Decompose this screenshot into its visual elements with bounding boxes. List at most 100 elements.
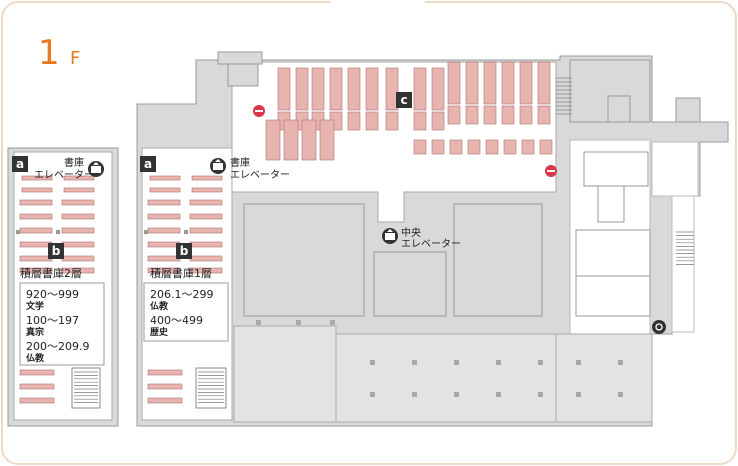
shelf xyxy=(385,111,399,131)
shelf xyxy=(485,139,499,155)
stack2-range-2: 200～209.9 xyxy=(26,340,90,353)
stack2-range-box xyxy=(19,282,105,366)
shelf xyxy=(449,139,463,155)
shelf xyxy=(347,111,361,131)
stack1-title: 積層書庫1層 xyxy=(150,266,212,280)
pillar xyxy=(184,230,188,234)
pillar xyxy=(618,392,623,397)
shelf xyxy=(465,105,479,125)
shelf xyxy=(63,175,95,181)
pillar xyxy=(454,360,459,365)
shelf xyxy=(21,175,53,181)
shelf xyxy=(413,67,427,111)
pillar xyxy=(56,230,60,234)
svg-text:a: a xyxy=(144,157,152,171)
shelf xyxy=(61,227,95,234)
elevator-icon xyxy=(88,161,104,177)
shelf xyxy=(431,67,445,111)
pillar xyxy=(576,392,581,397)
shelf xyxy=(365,111,379,131)
stack1-subject-0: 仏教 xyxy=(149,300,169,312)
shelf xyxy=(147,241,181,248)
pillar xyxy=(144,230,148,234)
shelf xyxy=(19,267,53,274)
shelf xyxy=(447,61,461,105)
shelf xyxy=(61,255,95,262)
shelf xyxy=(539,139,553,155)
pillar xyxy=(412,360,417,365)
shelf xyxy=(329,67,343,111)
book-elevator-label-2-line2: エレベーター xyxy=(34,169,94,181)
marker-c[interactable]: c xyxy=(396,92,412,108)
pillar xyxy=(576,360,581,365)
shelf xyxy=(519,105,533,125)
stack1-subject-1: 歴史 xyxy=(150,326,169,338)
shelf xyxy=(147,369,183,376)
shelf xyxy=(319,119,335,161)
marker-a-stack1[interactable]: a xyxy=(140,156,156,172)
shelf xyxy=(501,61,515,105)
shelf xyxy=(277,67,291,111)
elevator-icon xyxy=(382,228,398,244)
shelf xyxy=(147,227,181,234)
no-entry-icon xyxy=(253,105,265,117)
shelf xyxy=(295,67,309,111)
reading-room-shelves xyxy=(265,61,553,161)
shelf xyxy=(483,105,497,125)
book-elevator-label-1-line2: エレベーター xyxy=(230,169,290,181)
no-entry-icon xyxy=(545,165,557,177)
stack2-shelves xyxy=(16,175,95,404)
main-building xyxy=(136,51,729,427)
shelf xyxy=(19,369,55,376)
floor-unit: F xyxy=(70,48,80,69)
book-elevator-label-1-line1: 書庫 xyxy=(230,156,250,169)
shelf xyxy=(191,175,223,181)
svg-text:b: b xyxy=(52,244,61,258)
pillar xyxy=(370,360,375,365)
shelf xyxy=(447,105,461,125)
stack2-title: 積層書庫2層 xyxy=(20,266,82,280)
stack2-subject-2: 仏教 xyxy=(25,352,45,364)
accessible-toilet-icon xyxy=(652,320,666,334)
central-elevator-line1: 中央 xyxy=(401,226,421,239)
shelf xyxy=(19,397,55,404)
shelf xyxy=(19,213,53,220)
shelf xyxy=(311,67,325,111)
shelf xyxy=(483,61,497,105)
pillar xyxy=(370,392,375,397)
pillar xyxy=(296,320,301,325)
svg-text:b: b xyxy=(180,244,189,258)
shelf xyxy=(19,241,53,248)
pillar xyxy=(256,320,261,325)
shelf xyxy=(19,199,53,206)
pillar xyxy=(16,230,20,234)
shelf xyxy=(519,61,533,105)
shelf xyxy=(21,187,53,193)
shelf xyxy=(431,139,445,155)
shelf xyxy=(365,67,379,111)
shelf xyxy=(191,187,223,193)
shelf xyxy=(19,383,55,390)
pillar xyxy=(496,392,501,397)
shelf xyxy=(61,267,95,274)
shelf xyxy=(189,213,223,220)
shelf xyxy=(147,199,181,206)
pillar xyxy=(538,392,543,397)
book-elevator-label-2-line1: 書庫 xyxy=(64,156,84,169)
stack1-range-1: 400～499 xyxy=(150,314,203,327)
marker-b-stack1[interactable]: b xyxy=(176,243,192,259)
stack2-range-0: 920～999 xyxy=(26,288,79,301)
shelf xyxy=(385,67,399,111)
marker-a-stack2[interactable]: a xyxy=(12,156,28,172)
shelf xyxy=(189,255,223,262)
floor-number: 1 xyxy=(38,33,60,73)
shelf xyxy=(189,227,223,234)
frame-top-notch xyxy=(330,0,425,5)
shelf xyxy=(189,267,223,274)
shelf xyxy=(521,139,535,155)
shelf xyxy=(147,397,183,404)
shelf xyxy=(189,241,223,248)
marker-b-stack2[interactable]: b xyxy=(48,243,64,259)
marker-a-label: a xyxy=(16,157,24,171)
pillars xyxy=(256,320,623,397)
